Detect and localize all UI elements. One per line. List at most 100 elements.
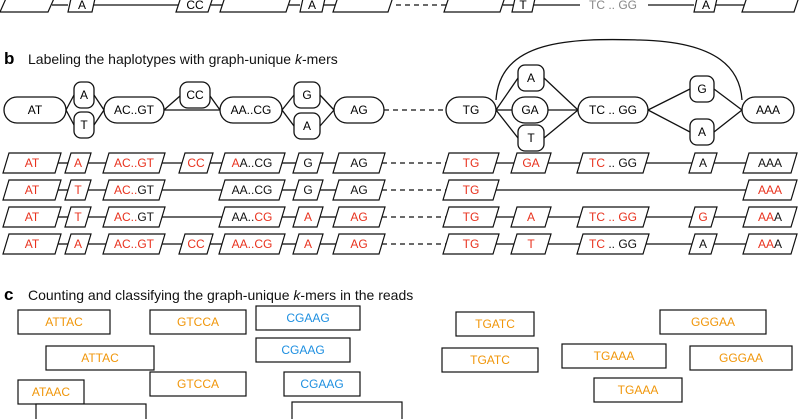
haplotype-segment-label: G <box>303 183 312 197</box>
graph-node-A3-label: A <box>527 71 535 85</box>
read-label: TGAAA <box>594 349 635 363</box>
graph-node-A4-label: A <box>698 125 706 139</box>
haplotype-segment <box>64 233 92 255</box>
haplotype-segment <box>742 206 798 228</box>
haplotype-segment-label: AC..GT <box>114 210 155 224</box>
panel-a-node-7 <box>578 0 644 12</box>
haplotype-segment-label: AC..GT <box>114 183 155 197</box>
read-label: ATTAC <box>81 351 119 365</box>
graph-node-AAA <box>741 96 795 124</box>
haplotype-segment <box>442 206 500 228</box>
haplotype-segment <box>742 233 798 255</box>
haplotype-segment <box>688 152 718 174</box>
read-label: ATAAC <box>32 385 71 399</box>
haplotype-segment <box>64 179 92 201</box>
panel-a-node-0 <box>0 0 54 13</box>
read-label: CGAAG <box>281 343 324 357</box>
haplotype-segment-label: CC <box>187 237 205 251</box>
read-box <box>561 343 667 369</box>
haplotype-segment <box>332 152 386 174</box>
graph-node-GA <box>511 96 549 124</box>
haplotype-segment <box>2 179 62 201</box>
read-label: GTCCA <box>177 315 219 329</box>
haplotype-segment <box>178 152 214 174</box>
read: TGATC <box>441 347 539 373</box>
read-box <box>659 309 767 335</box>
haplotype-segment <box>688 233 718 255</box>
panel-a-node-8 <box>693 0 718 13</box>
haplotype-segment <box>2 233 62 255</box>
read-box <box>149 309 247 335</box>
haplotype-segment <box>576 152 650 174</box>
haplotype-segment <box>2 206 62 228</box>
read: ATTAC <box>17 309 111 335</box>
graph-node-A2 <box>293 112 321 140</box>
haplotype-segment-label: TG <box>463 210 480 224</box>
haplotype-segment-label: A <box>74 237 82 251</box>
haplotype-segment <box>292 206 324 228</box>
read: GGGAA <box>689 345 793 371</box>
panel-a-node-9 <box>741 0 799 13</box>
read-label: TGATC <box>475 317 515 331</box>
panel-a-node-7-label: TC .. GG <box>589 0 637 12</box>
haplotype-segment-label: AA..CG <box>232 156 273 170</box>
read: TGAAA <box>593 377 683 403</box>
read-box <box>45 345 155 371</box>
read: GTCCA <box>149 309 247 335</box>
haplotype-segment-label: T <box>74 183 82 197</box>
haplotype-segment <box>218 206 286 228</box>
graph-node-CC-label: CC <box>186 88 204 102</box>
read-box <box>149 371 247 397</box>
graph-node-A1 <box>73 81 95 109</box>
graph-edges <box>65 38 743 139</box>
read: GTCCA <box>149 371 247 397</box>
haplotype-segment <box>218 152 286 174</box>
haplotype-segment-label: T <box>74 210 82 224</box>
haplotype-segment <box>510 152 552 174</box>
read-label: CGAAG <box>300 377 343 391</box>
graph-node-TCGG <box>577 96 649 124</box>
read-box <box>689 345 793 371</box>
haplotype-segment-label: A <box>699 156 707 170</box>
haplotype-segment <box>178 233 214 255</box>
graph-node-T1-label: T <box>80 118 88 132</box>
haplotype-segment <box>64 206 92 228</box>
read: ATAAC <box>17 379 85 405</box>
haplotype-segment-label: AAA <box>758 237 782 251</box>
graph-node-AG <box>333 96 385 124</box>
haplotype-segment-label: TC .. GG <box>589 210 637 224</box>
haplotype-segment-label: AAA <box>758 210 782 224</box>
read-box <box>255 337 351 363</box>
haplotype-segment-label: T <box>527 237 535 251</box>
haplotype-segment <box>292 152 324 174</box>
panel-b-title: Labeling the haplotypes with graph-uniqu… <box>28 51 338 67</box>
haplotype-segment-label: TC .. GG <box>589 156 637 170</box>
read-label: TGATC <box>470 353 510 367</box>
haplotype-segment-label: AA..CG <box>232 210 273 224</box>
haplotype-segment <box>332 233 386 255</box>
haplotype-segment <box>332 179 386 201</box>
panel-a-node-3 <box>299 0 326 13</box>
read-box <box>455 311 535 337</box>
read-box <box>35 403 147 419</box>
graph-node-ACGT <box>103 96 165 124</box>
haplotype-segment <box>742 179 798 201</box>
graph-node-TCGG-label: TC .. GG <box>589 103 637 117</box>
haplotype-segment <box>218 179 286 201</box>
haplotype-segment-label: AG <box>350 156 367 170</box>
haplotype-segment-label: A <box>304 237 312 251</box>
panel-c-title: Counting and classifying the graph-uniqu… <box>28 287 413 303</box>
haplotype-segment-label: AG <box>350 210 367 224</box>
graph-node-AACG <box>219 96 283 124</box>
read-box <box>441 347 539 373</box>
haplotype-segment-label: A <box>74 156 82 170</box>
haplotype-segment-label: AC..GT <box>114 156 155 170</box>
haplotype-segment <box>102 152 166 174</box>
haplotype-segment-label: A <box>527 210 535 224</box>
graph-node-AACG-label: AA..CG <box>231 103 272 117</box>
haplotype-segment-label: G <box>303 156 312 170</box>
graph-node-ACGT-label: AC..GT <box>114 103 155 117</box>
read-box <box>291 401 403 419</box>
